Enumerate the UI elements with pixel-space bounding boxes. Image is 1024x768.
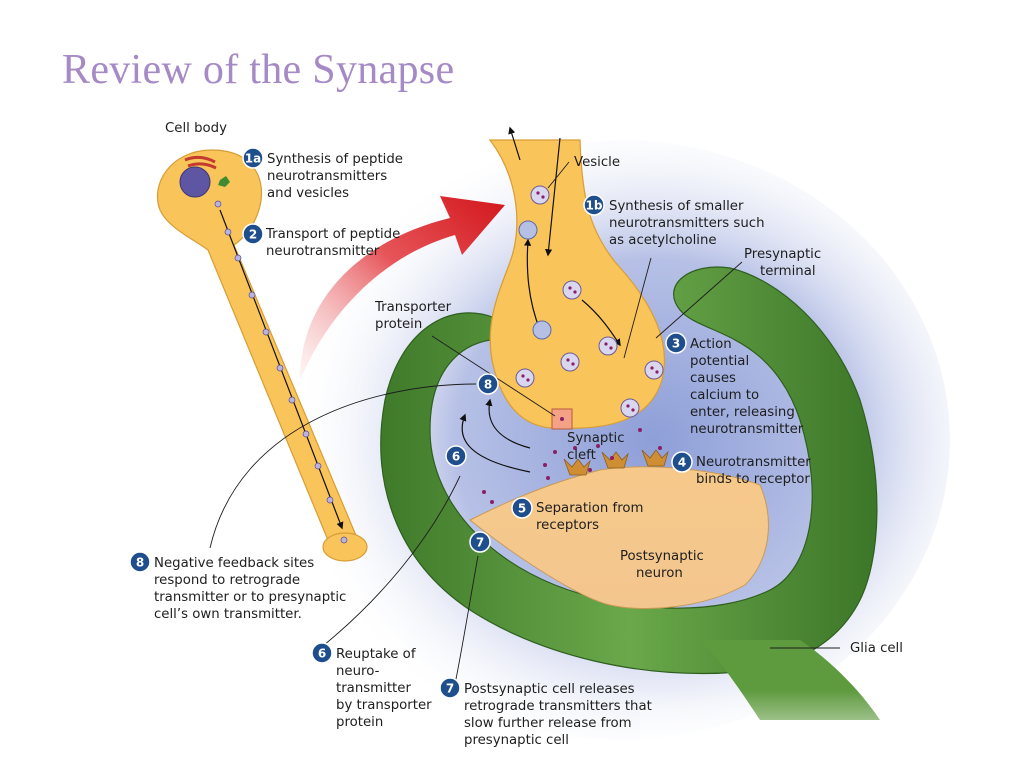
slide-title: Review of the Synapse xyxy=(62,47,455,93)
label-transporter-protein: Transporter protein xyxy=(374,300,455,332)
terminal-vesicles xyxy=(515,185,664,418)
golgi xyxy=(184,155,217,170)
badge-2: 2 xyxy=(242,223,264,245)
badge-4: 4 xyxy=(671,451,693,473)
terminal-flow-arrows xyxy=(459,126,621,473)
label-vesicle: Vesicle xyxy=(574,155,620,170)
step-7-text: Postsynaptic cell releases retrograde tr… xyxy=(464,682,656,748)
receptors xyxy=(563,449,669,476)
badge-1b: 1b xyxy=(583,194,605,216)
svg-text:5: 5 xyxy=(518,502,526,516)
badge-6-legend: 6 xyxy=(311,642,333,664)
svg-text:3: 3 xyxy=(672,337,680,351)
badge-3: 3 xyxy=(665,332,687,354)
badge-8-legend: 8 xyxy=(129,551,151,573)
svg-text:6: 6 xyxy=(452,450,460,464)
er xyxy=(218,176,230,187)
label-presynaptic-terminal: Presynaptic terminal xyxy=(744,247,825,279)
svg-text:1a: 1a xyxy=(245,152,261,166)
step-4-text: Neurotransmitter binds to receptor xyxy=(696,455,815,487)
cell-body-neuron xyxy=(156,149,368,562)
svg-text:8: 8 xyxy=(136,556,144,570)
badge-7-legend: 7 xyxy=(439,677,461,699)
nucleus xyxy=(179,166,211,198)
svg-text:6: 6 xyxy=(318,647,326,661)
label-cell-body: Cell body xyxy=(165,121,227,136)
step-5-text: Separation from receptors xyxy=(536,501,648,533)
axon-vesicles xyxy=(214,200,348,544)
svg-text:7: 7 xyxy=(476,536,484,550)
label-glia-cell: Glia cell xyxy=(850,641,903,656)
svg-text:1b: 1b xyxy=(586,199,603,213)
label-postsynaptic-neuron: Postsynaptic neuron xyxy=(620,549,708,581)
cleft-neurotransmitters xyxy=(482,428,662,504)
step-8-text: Negative feedback sites respond to retro… xyxy=(154,556,351,622)
label-synaptic-cleft: Synaptic cleft xyxy=(567,431,629,463)
badge-1a: 1a xyxy=(242,147,264,169)
step-3-text: Action potential causes calcium to enter… xyxy=(690,337,804,437)
step-2-text: Transport of peptide neurotransmitter xyxy=(265,227,405,259)
svg-text:8: 8 xyxy=(484,378,492,392)
badge-8-diagram: 8 xyxy=(477,373,499,395)
step-6-text: Reuptake of neuro- transmitter by transp… xyxy=(336,647,436,730)
glia-cell-shape xyxy=(380,266,940,768)
svg-text:4: 4 xyxy=(678,456,686,470)
badge-7-diagram: 7 xyxy=(469,531,491,553)
svg-text:7: 7 xyxy=(446,682,454,696)
badge-6-diagram: 6 xyxy=(445,445,467,467)
step-1b-text: Synthesis of smaller neurotransmitters s… xyxy=(609,199,769,248)
red-direction-arrow xyxy=(300,196,505,380)
badge-5: 5 xyxy=(511,497,533,519)
step-1a-text: Synthesis of peptide neurotransmitters a… xyxy=(267,152,407,201)
svg-text:2: 2 xyxy=(249,228,257,242)
postsynaptic-neuron-shape xyxy=(469,466,769,609)
